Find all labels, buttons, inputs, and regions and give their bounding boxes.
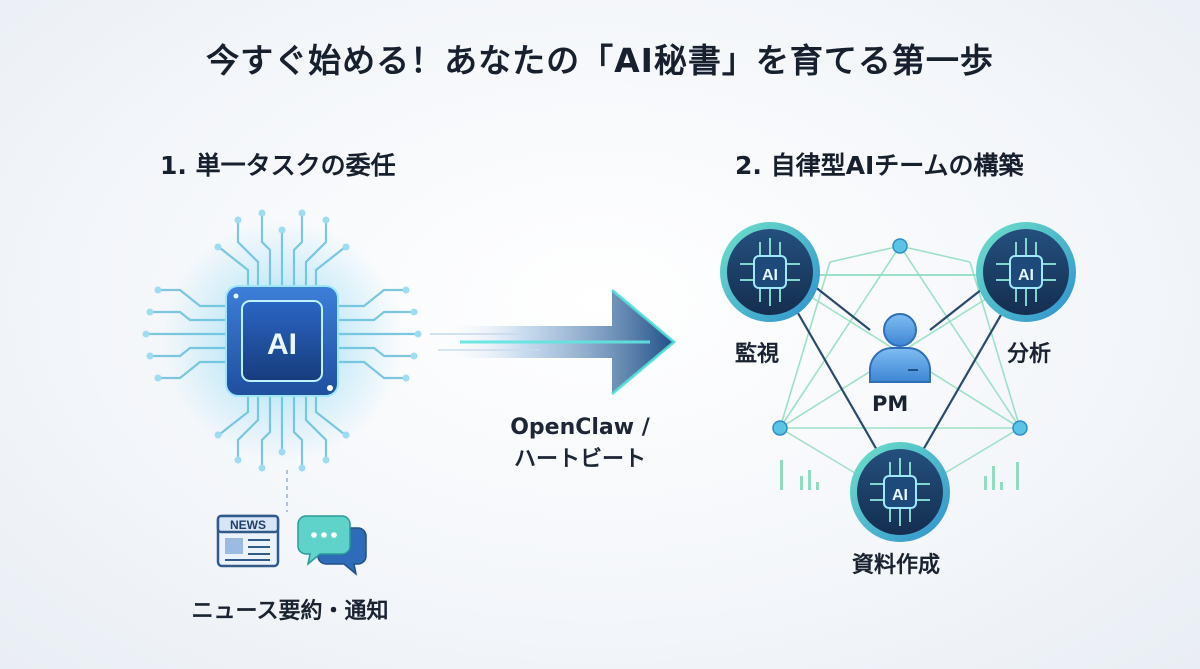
node-docs-chip-label: AI: [892, 487, 908, 504]
node-docs-label: 資料作成: [852, 553, 941, 578]
page-title: 今すぐ始める！あなたの「AI秘書」を育てる第一歩: [206, 41, 994, 80]
node-monitor-chip-label: AI: [762, 267, 778, 284]
newspaper-icon: NEWS: [216, 514, 280, 568]
arrow-label-line1: OpenClaw /: [510, 415, 650, 440]
node-monitor: AI: [719, 221, 821, 323]
news-icon-label: NEWS: [230, 518, 266, 532]
person-icon: [869, 313, 931, 383]
node-analysis: AI: [975, 221, 1077, 323]
chat-bubbles-icon: [297, 515, 367, 576]
node-monitor-label: 監視: [735, 342, 780, 367]
node-analysis-chip-label: AI: [1018, 267, 1034, 284]
arrow-label: OpenClaw / ハートビート: [480, 412, 680, 476]
cpu-chip-icon: AI: [142, 209, 422, 472]
step1-heading: 1. 単一タスクの委任: [160, 151, 396, 180]
arrow-right-icon: [430, 288, 677, 396]
node-analysis-label: 分析: [1007, 342, 1052, 367]
chip-label: AI: [267, 328, 297, 361]
task-label: ニュース要約・通知: [191, 599, 389, 624]
step2-heading: 2. 自律型AIチームの構築: [735, 151, 1024, 180]
node-docs: AI: [849, 441, 951, 543]
node-pm-label: PM: [872, 392, 909, 416]
arrow-label-line2: ハートビート: [513, 447, 646, 472]
